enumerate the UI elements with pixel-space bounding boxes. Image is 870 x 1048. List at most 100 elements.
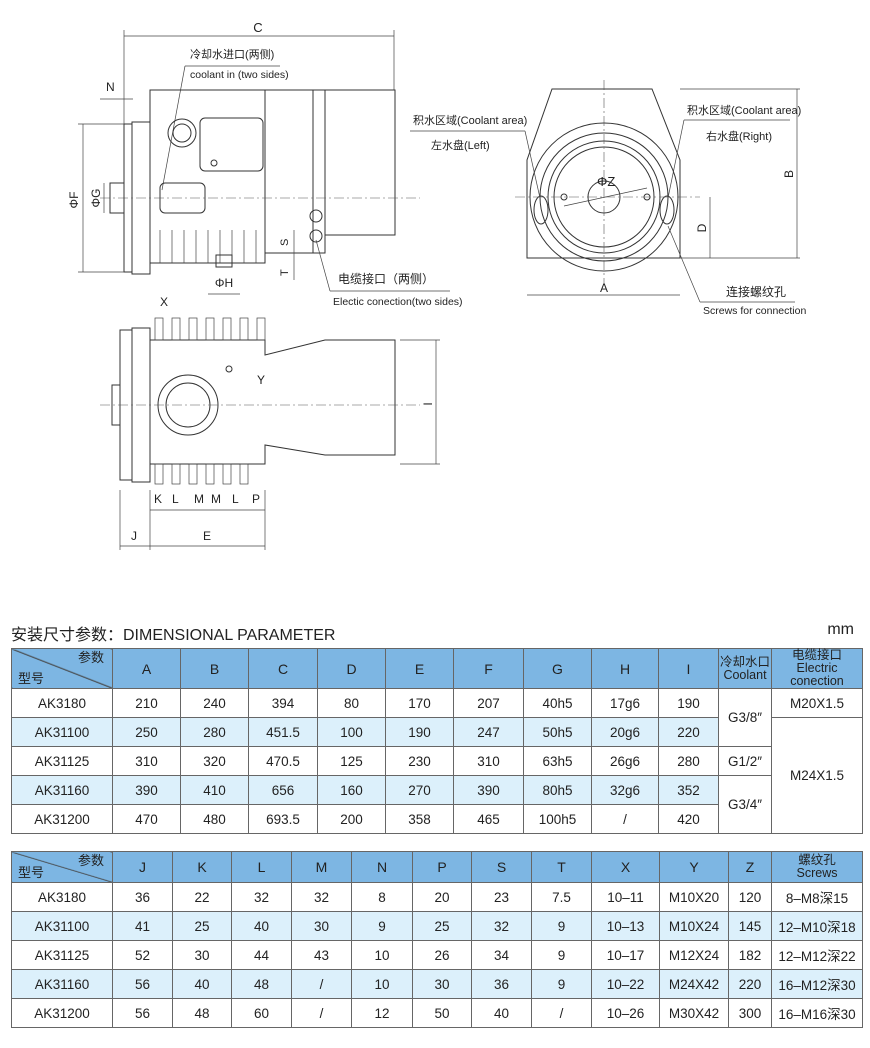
value-cell: 465 — [453, 804, 524, 834]
value-cell: 190 — [385, 717, 454, 747]
value-cell: 9 — [351, 911, 413, 941]
value-cell: 17g6 — [591, 688, 659, 718]
column-header-screws-cn: 螺纹孔 — [798, 853, 836, 867]
value-cell: 656 — [248, 775, 318, 805]
dim-z: ΦZ — [597, 174, 615, 189]
dim-l-1: L — [172, 492, 179, 506]
column-header-b: B — [180, 648, 249, 689]
value-cell: 26 — [412, 940, 472, 970]
value-cell: 100 — [317, 717, 386, 747]
value-cell: 200 — [317, 804, 386, 834]
dim-i: I — [421, 402, 435, 405]
dim-j: J — [131, 529, 137, 543]
value-cell: 43 — [291, 940, 352, 970]
column-header-t: T — [531, 851, 592, 883]
model-cell: AK31160 — [11, 969, 113, 999]
column-header-m: M — [291, 851, 352, 883]
unit-label: mm — [827, 621, 854, 638]
model-cell: AK31200 — [11, 804, 113, 834]
value-cell: 280 — [180, 717, 249, 747]
value-cell: 32 — [471, 911, 532, 941]
section-title: 安装尺寸参数：DIMENSIONAL PARAMETER — [11, 627, 336, 644]
value-cell: 63h5 — [523, 746, 592, 776]
value-cell: 247 — [453, 717, 524, 747]
column-header-s: S — [471, 851, 532, 883]
value-cell: / — [291, 998, 352, 1028]
model-cell: AK3180 — [11, 688, 113, 718]
value-cell: M10X24 — [659, 911, 729, 941]
value-cell: M10X20 — [659, 882, 729, 912]
dim-a: A — [600, 281, 608, 295]
value-cell: 48 — [231, 969, 292, 999]
dim-m-1: M — [194, 492, 204, 506]
dim-h: ΦH — [215, 276, 233, 290]
value-cell: 9 — [531, 969, 592, 999]
value-cell: 125 — [317, 746, 386, 776]
value-cell: 60 — [231, 998, 292, 1028]
corner-header: 参数型号 — [11, 851, 113, 883]
screws-label-en: Screws for connection — [703, 305, 806, 317]
value-cell: 41 — [112, 911, 173, 941]
value-cell: 280 — [658, 746, 719, 776]
column-header-coolant-cn: 冷却水口 — [719, 654, 770, 669]
column-header-a: A — [112, 648, 181, 689]
value-cell: 320 — [180, 746, 249, 776]
column-header-c: C — [248, 648, 318, 689]
value-cell: 10–13 — [591, 911, 660, 941]
value-cell: 270 — [385, 775, 454, 805]
dim-b: B — [782, 170, 796, 178]
model-cell: AK31200 — [11, 998, 113, 1028]
value-cell: M24X42 — [659, 969, 729, 999]
column-header-g: G — [523, 648, 592, 689]
value-cell: 30 — [412, 969, 472, 999]
model-cell: AK31160 — [11, 775, 113, 805]
value-cell: 10–26 — [591, 998, 660, 1028]
technical-drawings: C 冷却水进口(两侧) coolant in (two sides) N ΦF … — [67, 20, 806, 550]
dim-f: ΦF — [67, 192, 81, 209]
column-header-d: D — [317, 648, 386, 689]
value-cell: 32g6 — [591, 775, 659, 805]
value-cell: 182 — [728, 940, 772, 970]
value-cell: 12 — [351, 998, 413, 1028]
value-cell: 40 — [231, 911, 292, 941]
value-cell: 20g6 — [591, 717, 659, 747]
value-cell: 220 — [728, 969, 772, 999]
value-cell: 16–M16深30 — [771, 998, 863, 1028]
value-cell: 16–M12深30 — [771, 969, 863, 999]
value-cell: 25 — [412, 911, 472, 941]
dim-c: C — [253, 20, 262, 35]
value-cell: M12X24 — [659, 940, 729, 970]
column-header-screws-en: Screws — [796, 866, 838, 880]
dim-y: Y — [257, 373, 265, 387]
electric-cell: M20X1.5 — [771, 688, 863, 718]
value-cell: 40h5 — [523, 688, 592, 718]
value-cell: 394 — [248, 688, 318, 718]
value-cell: 100h5 — [523, 804, 592, 834]
column-header-e: E — [385, 648, 454, 689]
value-cell: 10–17 — [591, 940, 660, 970]
value-cell: / — [531, 998, 592, 1028]
value-cell: 390 — [453, 775, 524, 805]
value-cell: 420 — [658, 804, 719, 834]
dim-n: N — [106, 80, 115, 94]
value-cell: 10–22 — [591, 969, 660, 999]
side-view-drawing: C 冷却水进口(两侧) coolant in (two sides) N ΦF … — [67, 20, 463, 308]
column-header-l: L — [231, 851, 292, 883]
value-cell: 30 — [172, 940, 232, 970]
value-cell: / — [591, 804, 659, 834]
column-header-n: N — [351, 851, 413, 883]
value-cell: 358 — [385, 804, 454, 834]
column-header-f: F — [453, 648, 524, 689]
electric-cell: M24X1.5 — [771, 717, 863, 834]
dim-l-2: L — [232, 492, 239, 506]
value-cell: 210 — [112, 688, 181, 718]
